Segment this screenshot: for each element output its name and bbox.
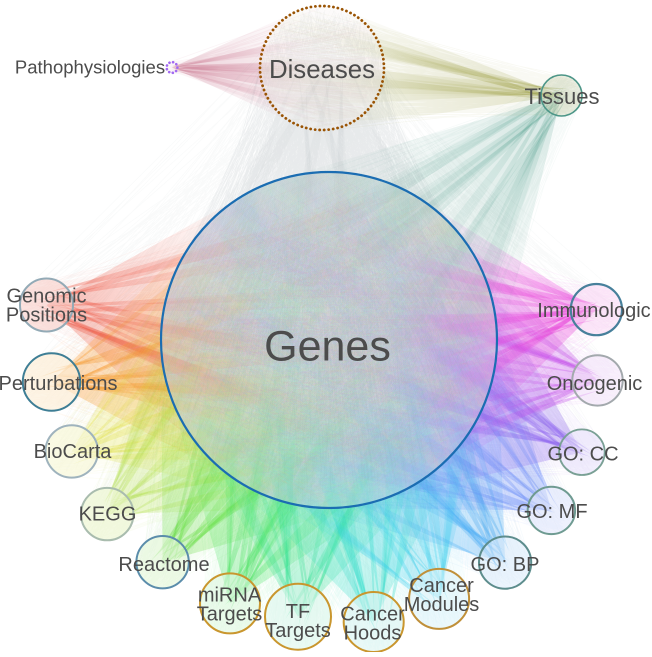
svg-text:BioCarta: BioCarta — [34, 441, 113, 463]
svg-text:GO: BP: GO: BP — [471, 554, 540, 576]
svg-text:Tissues: Tissues — [525, 84, 600, 109]
svg-text:TF: TF — [286, 601, 310, 623]
svg-text:GO: CC: GO: CC — [547, 444, 618, 466]
svg-text:Oncogenic: Oncogenic — [547, 373, 643, 395]
svg-text:Targets: Targets — [265, 620, 331, 642]
svg-text:Genomic: Genomic — [6, 286, 86, 308]
svg-text:KEGG: KEGG — [79, 504, 137, 526]
svg-text:Cancer: Cancer — [340, 604, 405, 626]
svg-text:Perturbations: Perturbations — [0, 373, 117, 395]
svg-text:miRNA: miRNA — [198, 585, 262, 607]
svg-text:Genes: Genes — [264, 322, 391, 370]
svg-text:GO: MF: GO: MF — [516, 501, 587, 523]
svg-text:Positions: Positions — [6, 305, 87, 327]
svg-text:Hoods: Hoods — [344, 623, 402, 645]
svg-text:Pathophysiologies: Pathophysiologies — [15, 57, 165, 78]
svg-text:Targets: Targets — [197, 604, 263, 626]
svg-text:Modules: Modules — [404, 594, 480, 616]
svg-text:Diseases: Diseases — [269, 56, 375, 84]
svg-text:Immunologic: Immunologic — [537, 300, 650, 322]
svg-text:Reactome: Reactome — [118, 554, 209, 576]
svg-text:Cancer: Cancer — [409, 575, 474, 597]
